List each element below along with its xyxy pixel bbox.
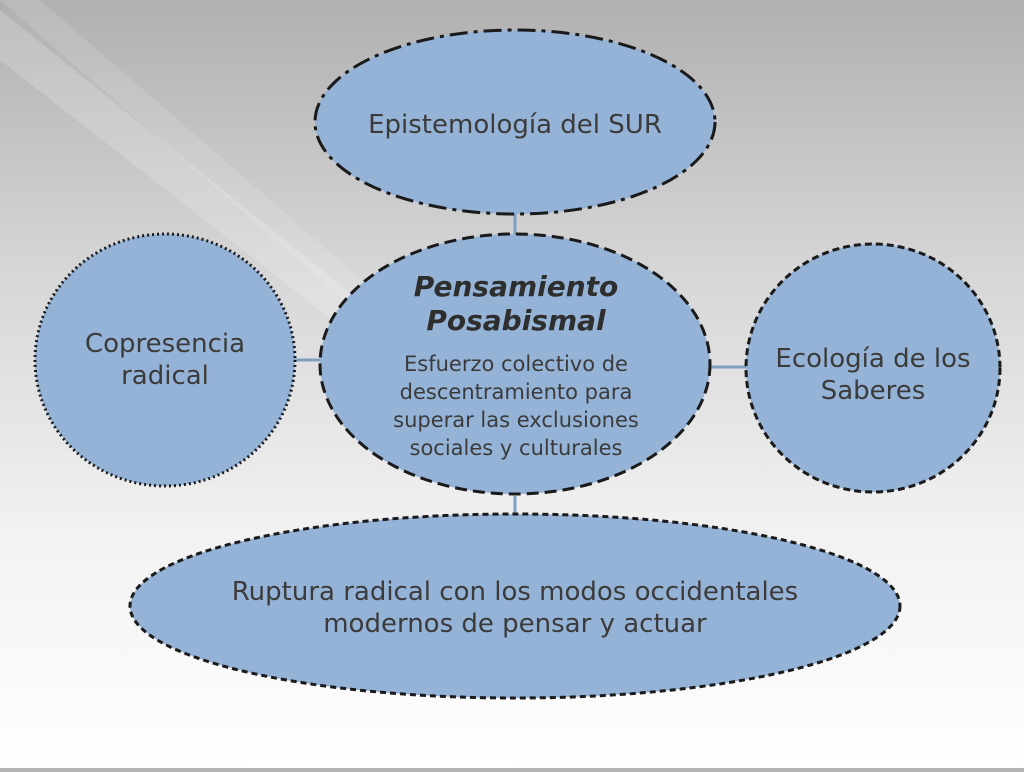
node-top-ellipse <box>313 28 717 216</box>
node-right-ellipse <box>744 242 1002 494</box>
node-left-ellipse <box>33 232 297 488</box>
node-bottom-ellipse <box>128 512 902 700</box>
node-center-ellipse <box>318 232 712 496</box>
